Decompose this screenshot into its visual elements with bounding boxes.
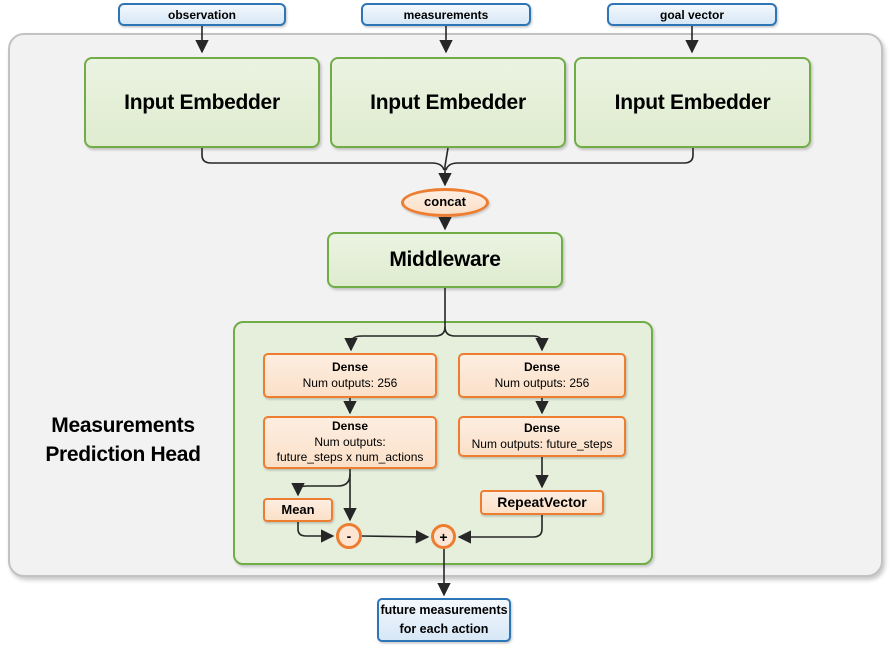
head-title-line1: Measurements xyxy=(51,414,195,437)
dense-title: Dense xyxy=(523,360,561,375)
output-label-line1: future measurements xyxy=(380,603,508,618)
input-observation-label: observation xyxy=(167,7,236,22)
plus-label: + xyxy=(439,528,448,545)
dense-title: Dense xyxy=(523,421,561,436)
output-future-measurements: future measurements for each action xyxy=(377,598,511,642)
concat-node: concat xyxy=(401,188,489,217)
dense-subtitle: Num outputs: xyxy=(314,434,386,449)
dense-left-1: Dense Num outputs: 256 xyxy=(263,353,437,398)
concat-label: concat xyxy=(424,194,466,210)
dense-title: Dense xyxy=(331,360,369,375)
mean-node: Mean xyxy=(263,498,333,522)
dense-title: Dense xyxy=(331,419,369,434)
dense-subtitle2: future_steps x num_actions xyxy=(276,450,424,465)
output-label-line2: for each action xyxy=(399,622,489,636)
dense-left-2: Dense Num outputs: future_steps x num_ac… xyxy=(263,416,437,469)
repeat-vector-node: RepeatVector xyxy=(480,490,604,515)
dense-subtitle: Num outputs: 256 xyxy=(302,375,398,390)
head-title-line2: Prediction Head xyxy=(45,443,201,466)
dense-right-1: Dense Num outputs: 256 xyxy=(458,353,626,398)
middleware-label: Middleware xyxy=(389,248,501,271)
middleware-node: Middleware xyxy=(327,232,563,288)
input-embedder-label: Input Embedder xyxy=(614,90,771,114)
input-measurements: measurements xyxy=(361,3,531,26)
dense-right-2: Dense Num outputs: future_steps xyxy=(458,416,626,457)
minus-operator: - xyxy=(336,523,362,549)
mean-label: Mean xyxy=(281,501,315,517)
input-embedder-label: Input Embedder xyxy=(124,90,280,114)
input-embedder-observation: Input Embedder xyxy=(84,57,320,148)
input-embedder-label: Input Embedder xyxy=(370,90,526,114)
plus-operator: + xyxy=(431,524,456,549)
head-title: Measurements Prediction Head xyxy=(18,411,228,469)
dense-subtitle: Num outputs: future_steps xyxy=(471,436,613,451)
input-observation: observation xyxy=(118,3,286,26)
input-goal-vector-label: goal vector xyxy=(659,7,725,22)
input-embedder-goal-vector: Input Embedder xyxy=(574,57,811,148)
repeat-vector-label: RepeatVector xyxy=(497,493,587,510)
input-embedder-measurements: Input Embedder xyxy=(330,57,566,148)
input-goal-vector: goal vector xyxy=(607,3,777,26)
dense-subtitle: Num outputs: 256 xyxy=(494,375,590,390)
input-measurements-label: measurements xyxy=(403,7,489,22)
minus-label: - xyxy=(346,528,352,544)
